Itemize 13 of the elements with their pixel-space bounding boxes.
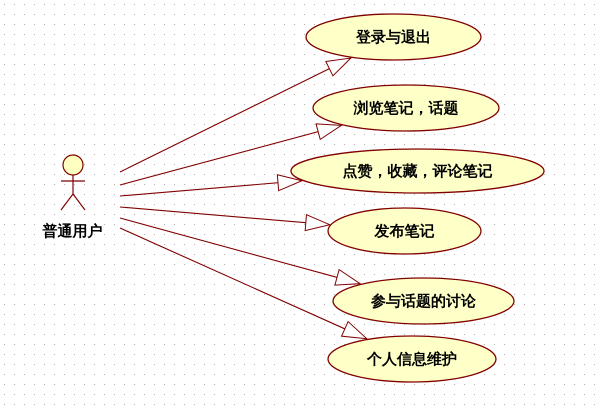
use-case-label: 浏览笔记，话题 — [354, 98, 458, 119]
use-case-label: 个人信息维护 — [367, 348, 457, 370]
association-arrow — [120, 123, 342, 186]
association-arrow — [120, 174, 302, 197]
use-case-label: 参与话题的讨论 — [371, 290, 476, 312]
association-arrow — [120, 228, 368, 340]
use-case-label: 登录与退出 — [356, 26, 431, 48]
association-arrow — [120, 206, 330, 232]
use-case-label: 点赞，收藏，评论笔记 — [342, 160, 492, 182]
actor-label: 普通用户 — [42, 221, 102, 242]
association-arrow — [120, 217, 361, 286]
association-arrow — [120, 58, 352, 172]
use-case-label: 发布笔记 — [374, 220, 434, 242]
